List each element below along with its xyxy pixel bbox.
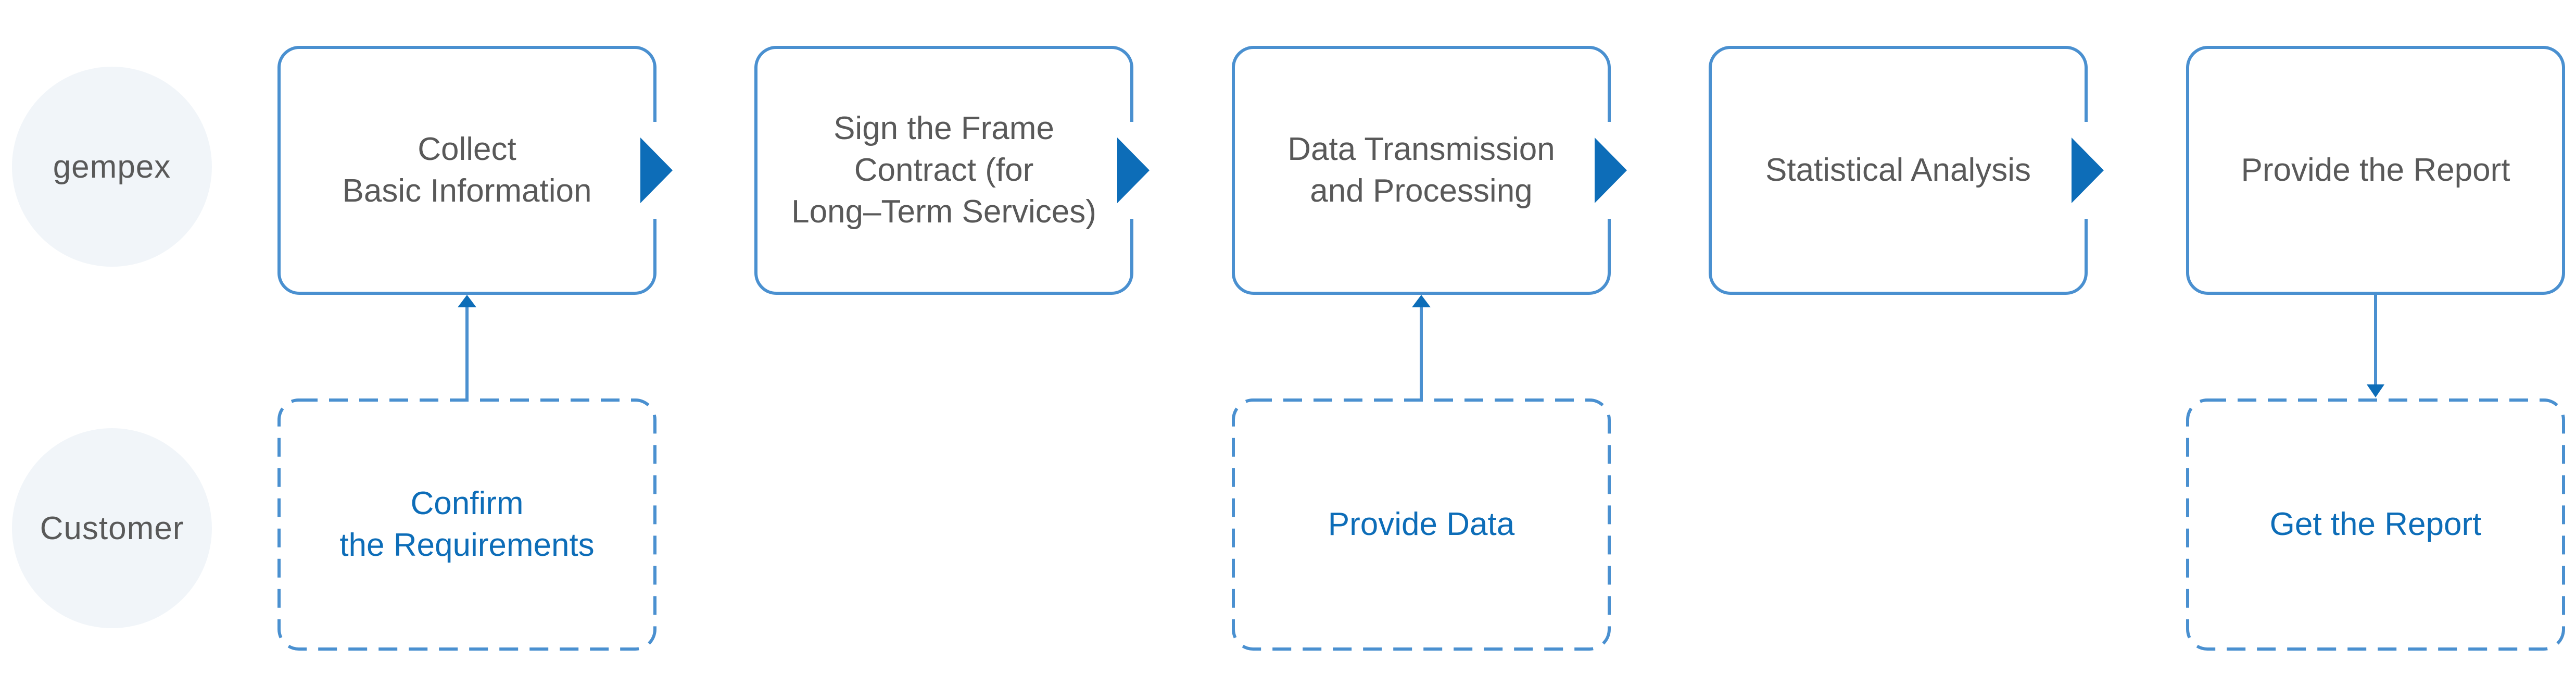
lane-avatar-customer: Customer xyxy=(12,428,212,628)
step-box-sign-frame-contract: Sign the Frame Contract (for Long–Term S… xyxy=(754,46,1133,295)
lane-label-gempex: gempex xyxy=(53,148,171,185)
flow-arrow-right-icon xyxy=(1595,138,1627,203)
step-label-line: Data Transmission xyxy=(1287,131,1555,167)
lane-label-customer: Customer xyxy=(40,510,184,546)
step-box-provide-the-report: Provide the Report xyxy=(2186,46,2565,295)
step-label-line: Collect xyxy=(418,131,516,167)
step-label-line: Confirm xyxy=(410,485,524,521)
step-label-line: the Requirements xyxy=(339,527,595,563)
flow-arrow-up-icon xyxy=(1412,295,1431,307)
flow-arrow-up-icon xyxy=(458,295,476,307)
step-label-line: Long–Term Services) xyxy=(791,194,1096,230)
flow-arrow-down-icon xyxy=(2367,384,2384,397)
step-label-line: Get the Report xyxy=(2269,506,2482,542)
customer-step-label: Provide Data xyxy=(1232,398,1611,651)
step-label-line: Provide Data xyxy=(1328,506,1515,542)
lane-avatar-gempex: gempex xyxy=(12,67,212,267)
step-label-line: Statistical Analysis xyxy=(1765,152,2031,188)
dashed-border xyxy=(277,398,656,651)
customer-box-confirm-requirements: Confirm the Requirements xyxy=(277,398,656,651)
customer-box-provide-data: Provide Data xyxy=(1232,398,1611,651)
flow-arrow-right-icon xyxy=(1117,138,1150,203)
step-label-line: Basic Information xyxy=(342,173,592,209)
step-label-line: Sign the Frame xyxy=(834,110,1054,146)
customer-step-label: Get the Report xyxy=(2186,398,2565,651)
step-label: Collect Basic Information xyxy=(343,129,592,212)
dashed-border xyxy=(1232,398,1611,651)
dashed-border xyxy=(2186,398,2565,651)
step-label-line: and Processing xyxy=(1310,173,1533,209)
step-label: Statistical Analysis xyxy=(1765,149,2031,191)
step-label-line: Contract (for xyxy=(854,152,1034,188)
flow-arrow-right-icon xyxy=(640,138,673,203)
step-label: Sign the Frame Contract (for Long–Term S… xyxy=(791,108,1096,233)
step-box-statistical-analysis: Statistical Analysis xyxy=(1709,46,2088,295)
step-label: Data Transmission and Processing xyxy=(1287,129,1555,212)
step-box-collect-basic-information: Collect Basic Information xyxy=(277,46,656,295)
customer-box-get-the-report: Get the Report xyxy=(2186,398,2565,651)
arrow-line-confirm-to-collect xyxy=(465,306,469,400)
customer-step-label: Confirm the Requirements xyxy=(277,398,656,651)
flow-arrow-right-icon xyxy=(2072,138,2104,203)
step-label-line: Provide the Report xyxy=(2241,152,2510,188)
step-box-data-transmission-processing: Data Transmission and Processing xyxy=(1232,46,1611,295)
step-label: Provide the Report xyxy=(2241,149,2510,191)
arrow-line-provide-report-to-get-report xyxy=(2374,293,2377,385)
arrow-line-provide-data-to-transmission xyxy=(1420,306,1423,400)
